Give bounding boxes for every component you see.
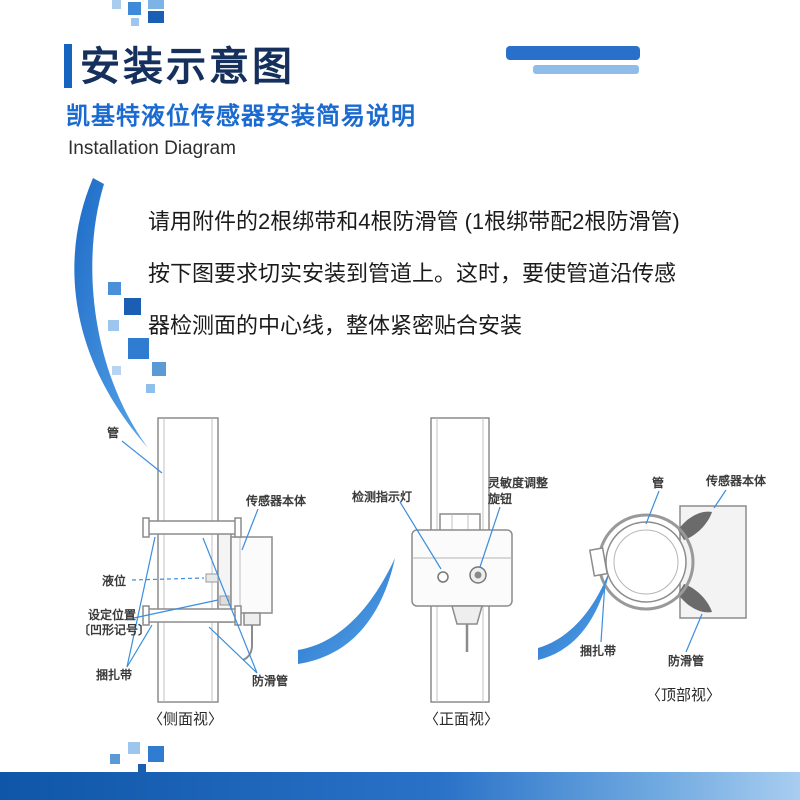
top-sensor-body-label: 传感器本体 xyxy=(706,474,767,488)
front-view-caption: 〈正面视〉 xyxy=(424,711,500,728)
side-view-caption: 〈侧面视〉 xyxy=(148,711,224,728)
pixel-decoration-top xyxy=(112,0,164,26)
front-indicator-label: 检测指示灯 xyxy=(352,490,413,504)
intro-line-2: 按下图要求切实安装到管道上。这时，要使管道沿传感 xyxy=(148,261,677,286)
side-set-position-label-1: 设定位置 xyxy=(88,608,137,622)
title-accent-bar xyxy=(64,44,72,88)
side-sensor-body-label: 传感器本体 xyxy=(246,494,307,508)
side-set-position-label-2: 〔凹形记号〕 xyxy=(78,623,151,637)
side-binding-band-label: 捆扎带 xyxy=(96,668,133,682)
side-pipe-label: 管 xyxy=(107,426,120,440)
page-title: 安装示意图 xyxy=(80,45,295,89)
side-liquid-level-label: 液位 xyxy=(102,574,127,588)
top-pipe-label: 管 xyxy=(652,476,665,490)
top-binding-band-label: 捆扎带 xyxy=(580,644,617,658)
header-decoration-bar-2 xyxy=(533,65,639,74)
intro-paragraph: 请用附件的2根绑带和4根防滑管 (1根绑带配2根防滑管) 按下图要求切实安装到管… xyxy=(148,196,788,352)
top-view-drawing xyxy=(588,505,747,619)
side-anti-slip-label: 防滑管 xyxy=(252,674,289,688)
pixel-decoration-bottom xyxy=(110,742,164,772)
front-knob-label-2: 旋钮 xyxy=(488,492,513,506)
page-subtitle: 凯基特液位传感器安装简易说明 xyxy=(66,103,416,130)
intro-line-1: 请用附件的2根绑带和4根防滑管 (1根绑带配2根防滑管) xyxy=(148,209,680,234)
top-anti-slip-label: 防滑管 xyxy=(668,654,705,668)
bottom-bar xyxy=(0,772,800,800)
top-view-caption: 〈顶部视〉 xyxy=(646,687,722,704)
intro-line-3: 器检测面的中心线，整体紧密贴合安装 xyxy=(148,313,523,338)
side-view-drawing xyxy=(142,417,273,703)
page-subtitle-english: Installation Diagram xyxy=(68,138,236,159)
leader-lines xyxy=(121,440,727,674)
front-view-drawing xyxy=(411,417,513,703)
front-knob-label-1: 灵敏度调整 xyxy=(488,476,549,490)
swoosh-mid-1 xyxy=(298,558,395,664)
swoosh-left xyxy=(74,178,148,448)
header-decoration-bar-1 xyxy=(506,46,640,60)
